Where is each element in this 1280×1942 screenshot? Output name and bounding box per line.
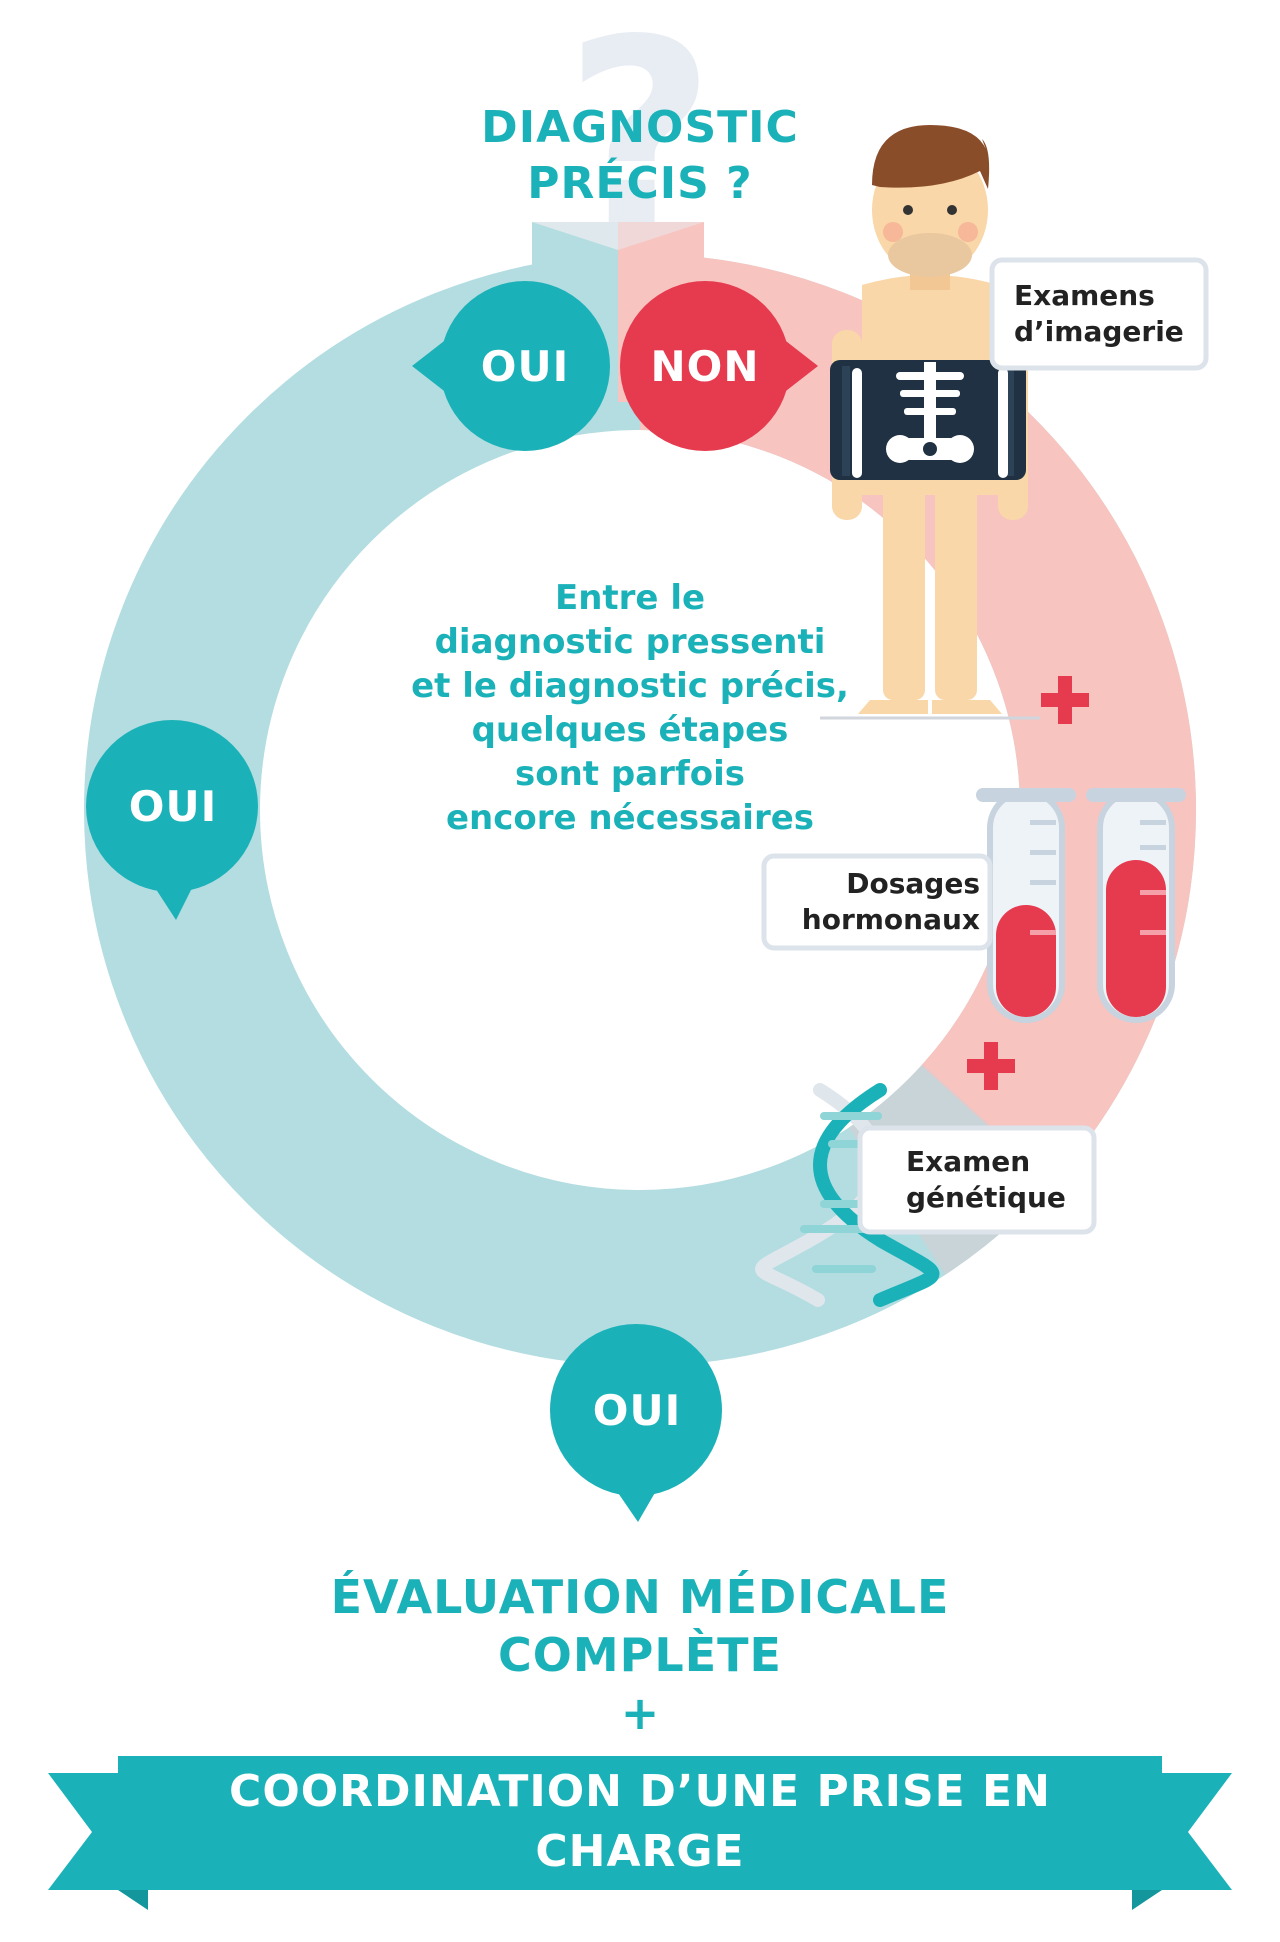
evaluation-heading: ÉVALUATION MÉDICALE COMPLÈTE: [330, 1570, 950, 1682]
ring-blend: [84, 254, 1196, 1366]
hormonal-label: Dosages hormonaux: [801, 867, 980, 936]
left-yes-label: OUI: [128, 782, 218, 831]
patient-xray-icon: [820, 125, 1040, 720]
card-hormonal: [761, 853, 993, 951]
no-label: NON: [650, 342, 760, 391]
plus-icon-2: [967, 1042, 1015, 1090]
no-bubble: [620, 281, 818, 451]
banner-text: COORDINATION D’UNE PRISE EN CHARGE ET SU…: [229, 1766, 1051, 1937]
bottom-yes-label: OUI: [592, 1386, 682, 1435]
center-explanation: Entre le diagnostic pressenti et le diag…: [411, 578, 849, 838]
card-genetic: [857, 1125, 1097, 1235]
left-yes-bubble: [86, 720, 258, 920]
card-imaging: [989, 257, 1209, 371]
top-yes-bubble: [412, 281, 610, 451]
genetic-label: Examen génétique: [906, 1145, 1066, 1214]
bottom-yes-bubble: [550, 1290, 722, 1522]
plus-connector: +: [620, 1686, 660, 1740]
banner-ribbon: [48, 1756, 1232, 1910]
imaging-label: Examens d’imagerie: [1014, 279, 1184, 348]
test-tubes-icon: [976, 788, 1186, 1023]
diagnostic-question-title: DIAGNOSTIC PRÉCIS ?: [481, 102, 799, 209]
top-yes-label: OUI: [480, 342, 570, 391]
plus-icon-1: [1041, 676, 1089, 724]
